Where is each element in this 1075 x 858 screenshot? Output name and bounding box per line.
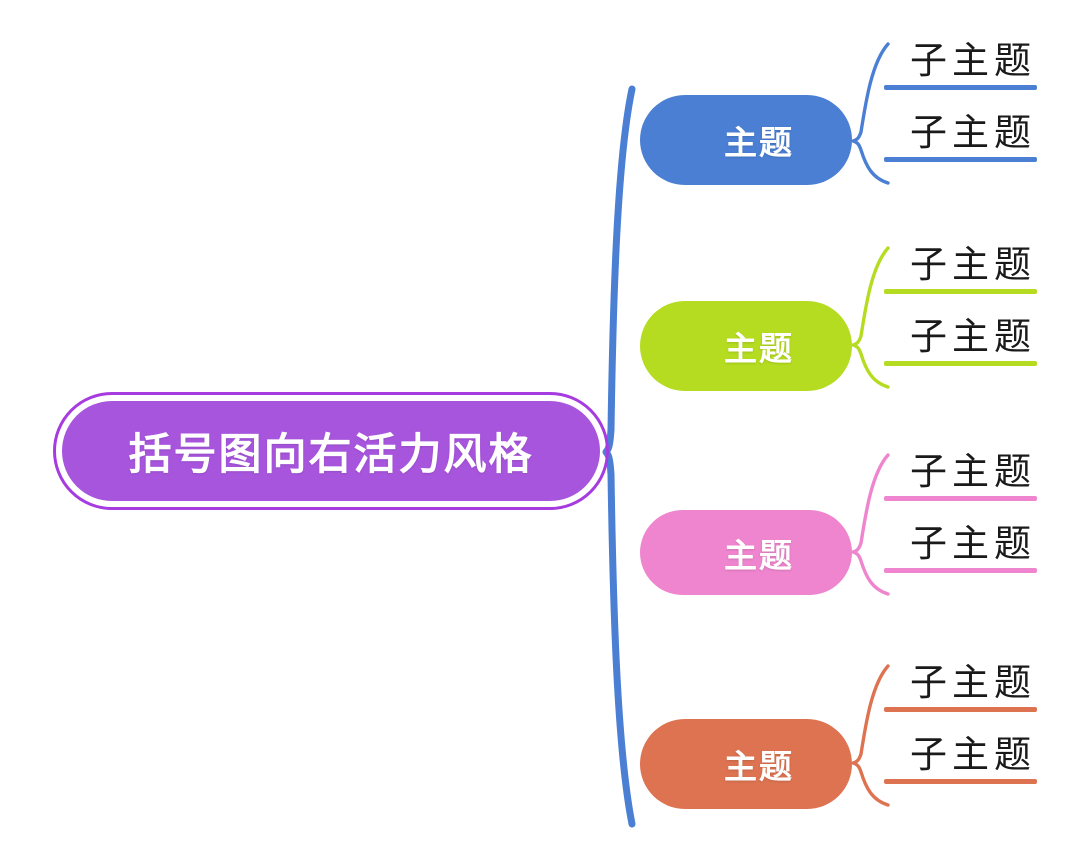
topic-node-4[interactable]: 主题 [640,719,852,809]
main-spine-brace [602,85,636,828]
topic-node-2[interactable]: 主题 [640,301,852,391]
leaf-node-label: 子主题 [910,41,1036,82]
topic-node-label: 主题 [724,750,794,786]
leaf-node-1-2[interactable]: 子主题 [884,113,1037,162]
topic-node-3[interactable]: 主题 [640,510,852,595]
leaf-underline [884,156,1037,162]
topic-node-label: 主题 [724,332,794,368]
leaf-underline [884,778,1037,784]
leaf-node-label: 子主题 [910,245,1036,286]
root-node-outline [53,392,609,510]
branch-brace-2 [851,246,890,389]
leaf-node-3-2[interactable]: 子主题 [884,524,1037,573]
leaf-node-3-1[interactable]: 子主题 [884,452,1037,501]
leaf-node-4-1[interactable]: 子主题 [884,663,1037,712]
root-node-label: 括号图向右活力风格 [128,432,534,479]
leaf-node-2-2[interactable]: 子主题 [884,317,1037,366]
leaf-underline [884,706,1037,712]
branch-brace-4 [851,664,890,807]
leaf-underline [884,84,1037,90]
leaf-node-label: 子主题 [910,113,1036,154]
leaf-underline [884,288,1037,294]
leaf-underline [884,567,1037,573]
leaf-node-label: 子主题 [910,524,1036,565]
leaf-node-4-2[interactable]: 子主题 [884,735,1037,784]
leaf-node-1-1[interactable]: 子主题 [884,41,1037,90]
branch-brace-3 [851,453,890,596]
leaf-node-label: 子主题 [910,663,1036,704]
topic-node-label: 主题 [724,126,794,162]
leaf-node-label: 子主题 [910,452,1036,493]
topic-node-label: 主题 [724,538,794,575]
leaf-node-2-1[interactable]: 子主题 [884,245,1037,294]
root-node[interactable]: 括号图向右活力风格 [62,401,600,501]
leaf-underline [884,495,1037,501]
leaf-underline [884,360,1037,366]
leaf-node-label: 子主题 [910,735,1036,776]
leaf-node-label: 子主题 [910,317,1036,358]
topic-node-1[interactable]: 主题 [640,95,852,185]
branch-brace-1 [851,42,890,185]
